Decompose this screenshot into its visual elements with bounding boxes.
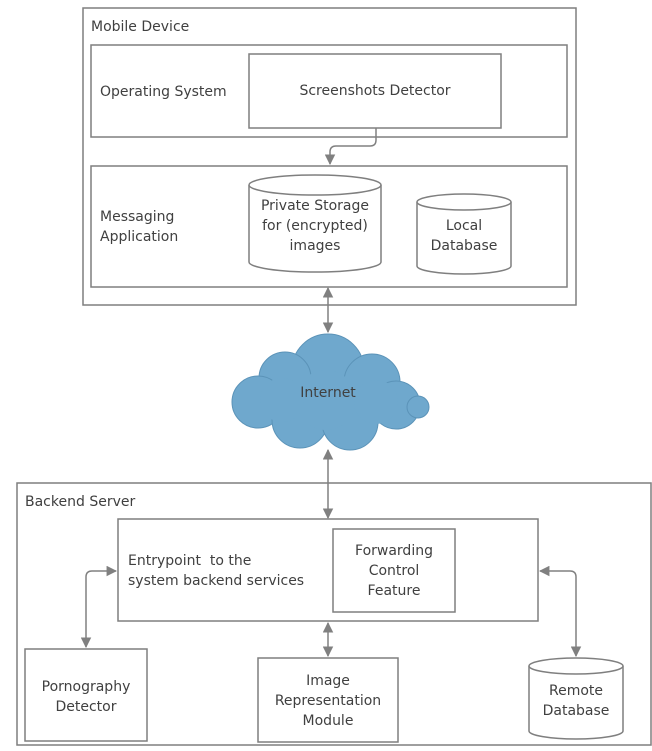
pornography-detector-label-line2: Detector — [55, 699, 117, 715]
operating-system-box — [90, 44, 568, 138]
operating-system-label: Operating System — [100, 84, 227, 100]
backend-server-box — [16, 482, 652, 746]
local-database-label-line1: Local — [445, 218, 483, 234]
image-representation-label-line2: Representation — [274, 693, 382, 709]
internet-cloud — [231, 333, 430, 451]
private-storage-label-line1: Private Storage — [260, 198, 370, 214]
mobile-device-title: Mobile Device — [91, 19, 190, 35]
forwarding-control-label-line1: Forwarding — [355, 543, 433, 559]
internet-label: Internet — [300, 385, 356, 401]
forwarding-control-label-line2: Control — [368, 563, 420, 579]
pornography-detector-label-line1: Pornography — [41, 679, 131, 695]
pornography-detector-box — [24, 648, 148, 742]
screenshots-detector-label: Screenshots Detector — [299, 83, 451, 99]
remote-database-cylinder — [528, 657, 624, 740]
forwarding-control-box — [332, 528, 456, 613]
messaging-application-label-line2: Application — [100, 229, 179, 245]
remote-database-label-line1: Remote — [548, 683, 604, 699]
entrypoint-label-line1: Entrypoint to the — [128, 553, 252, 569]
remote-database-label-line2: Database — [542, 703, 610, 719]
backend-server-title: Backend Server — [25, 494, 136, 510]
image-representation-box — [257, 657, 399, 743]
private-storage-cylinder — [248, 174, 382, 273]
private-storage-label-line2: for (encrypted) — [262, 218, 368, 234]
image-representation-label-line3: Module — [302, 713, 354, 729]
entrypoint-pornography-arrow — [80, 565, 118, 649]
local-database-cylinder — [416, 193, 512, 275]
entrypoint-remote-db-arrow — [538, 565, 582, 658]
entrypoint-label-line2: system backend services — [128, 573, 305, 589]
local-database-label-line2: Database — [430, 238, 498, 254]
private-storage-label-line3: images — [289, 238, 341, 254]
image-representation-label-line1: Image — [306, 673, 350, 689]
messaging-application-label-line1: Messaging — [100, 209, 175, 225]
forwarding-control-label-line3: Feature — [367, 583, 421, 599]
detector-to-app-connector — [324, 128, 377, 166]
entrypoint-box — [117, 518, 539, 622]
screenshots-detector-box — [248, 53, 502, 129]
